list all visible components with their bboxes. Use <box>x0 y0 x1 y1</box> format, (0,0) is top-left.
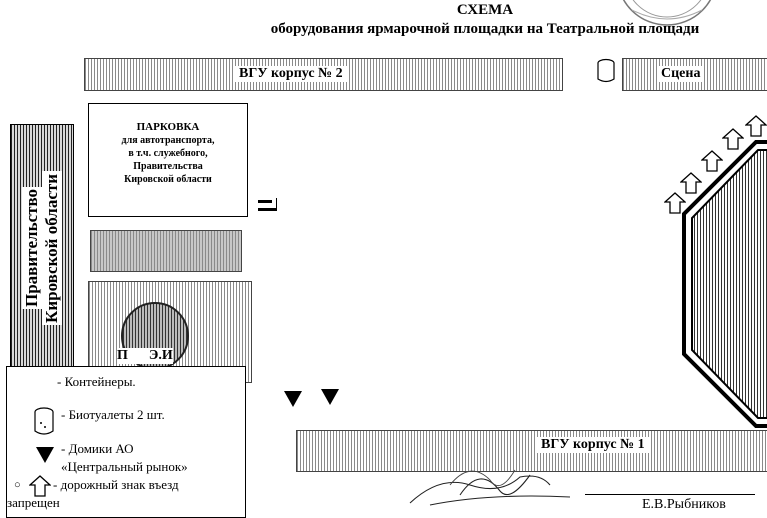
legend: - Контейнеры. - Биотуалеты 2 шт. - Домик… <box>6 366 246 518</box>
container-icon <box>597 58 615 83</box>
parking-line-4: Кировской области <box>124 174 212 185</box>
page-title: СХЕМА <box>456 2 514 18</box>
octagon-area <box>682 140 767 428</box>
no-entry-sign-icon <box>664 192 686 214</box>
legend-toilets: - Биотуалеты 2 шт. <box>61 407 165 422</box>
vgu-building-1: ВГУ корпус № 1 <box>296 430 767 472</box>
page-subtitle: оборудования ярмарочной площадки на Теат… <box>270 21 700 37</box>
lower-block-label: П Э.И <box>117 348 173 364</box>
road-mark <box>258 198 277 211</box>
no-entry-sign-icon <box>722 128 744 150</box>
no-entry-sign-icon <box>701 150 723 172</box>
vgu-building-2: ВГУ корпус № 2 <box>84 58 563 91</box>
no-entry-sign-icon <box>680 172 702 194</box>
legend-containers: - Контейнеры. <box>57 374 136 389</box>
signature-name: Е.В.Рыбников <box>642 497 726 512</box>
house-icon <box>321 389 339 405</box>
road-mark-bar <box>258 200 272 203</box>
house-icon <box>284 391 302 407</box>
legend-houses-line2: «Центральный рынок» <box>61 459 188 474</box>
signature-scribble <box>409 469 571 506</box>
official-stamp <box>622 0 712 26</box>
signature-line <box>585 494 755 495</box>
parking-line-2: в т.ч. служебного, <box>128 148 208 159</box>
parking-line-1: для автотранспорта, <box>121 135 215 146</box>
stage-label: Сцена <box>657 66 705 82</box>
no-entry-sign-icon <box>745 115 767 137</box>
house-icon <box>36 447 54 463</box>
stage: Сцена <box>622 58 767 91</box>
no-entry-sign-icon <box>29 475 51 497</box>
legend-small-mark: ○ <box>14 479 21 491</box>
legend-houses-line1: - Домики АО <box>61 441 134 456</box>
parking-box: ПАРКОВКА для автотранспорта, в т.ч. служ… <box>88 103 248 217</box>
toilet-icon <box>34 407 54 435</box>
legend-sign-line1: - дорожный знак въезд <box>53 477 179 492</box>
vgu-building-2-label: ВГУ корпус № 2 <box>235 66 347 82</box>
legend-sign-line2: запрещен <box>7 495 60 510</box>
parking-strip <box>90 230 242 272</box>
government-building: Правительство Кировской области <box>10 124 74 372</box>
parking-title: ПАРКОВКА <box>136 121 200 133</box>
parking-line-3: Правительства <box>133 161 203 172</box>
vgu-building-1-label: ВГУ корпус № 1 <box>537 437 649 453</box>
government-label: Правительство Кировской области <box>22 171 62 325</box>
